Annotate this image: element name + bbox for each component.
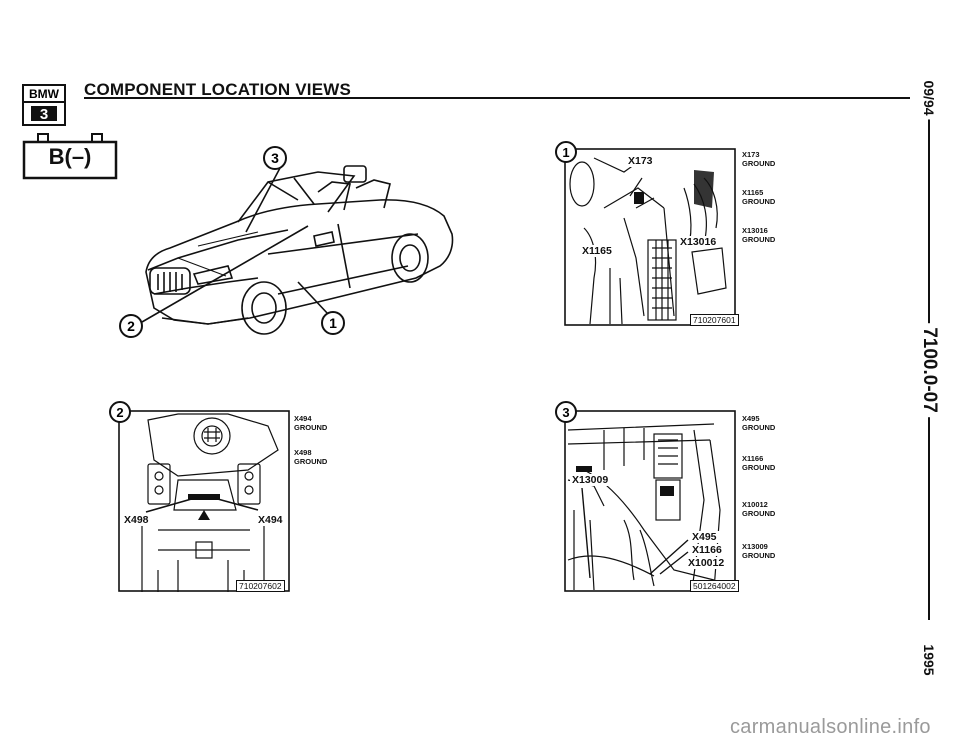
panel-3-reference: 501264002 [690,580,739,592]
logo-bottom-text: 3 [40,106,48,123]
sidebar-doc-number: 7100.0-07 [918,323,940,417]
panel-2-reference: 710207602 [236,580,285,592]
footer-watermark: carmanualsonline.info [730,716,931,738]
sidebar-date: 09/94 [921,76,937,120]
bmw-3-series-logo: BMW 3 [22,84,66,126]
logo-top-text: BMW [29,87,60,101]
panel-3-label-x1166: X1166 [690,544,724,556]
sidebar-year: 1995 [921,640,937,680]
panel-1-reference: 710207601 [690,314,739,326]
panel-2-label-x498: X498 [122,514,151,526]
panel-1-label-x173: X173 [626,155,655,167]
overview-marker-2: 2 [119,314,143,338]
svg-text:1: 1 [329,315,337,331]
svg-text:3: 3 [271,150,279,166]
header-rule [84,97,910,99]
svg-text:3: 3 [562,405,569,420]
page-title: COMPONENT LOCATION VIEWS [84,80,352,99]
overview-marker-3: 3 [263,146,287,170]
panel-1-number-badge: 1 [555,141,577,163]
svg-text:2: 2 [127,318,135,334]
panel-3-label-x13009: X13009 [570,474,611,486]
panel-2-photo [118,410,290,592]
panel-2-label-x494: X494 [256,514,285,526]
panel-3-label-x10012: X10012 [686,557,727,569]
svg-text:1: 1 [562,145,569,160]
battery-negative-label: B(–) [48,144,92,169]
sidebar-line-top [928,110,930,340]
panel-3-number-badge: 3 [555,401,577,423]
overview-marker-1: 1 [321,311,345,335]
panel-2-number-badge: 2 [109,401,131,423]
sidebar-line-bottom [928,410,930,620]
svg-text:2: 2 [116,405,123,420]
car-overview-illustration [141,165,454,335]
panel-3-label-x495: X495 [690,531,719,543]
panel-1-label-x1165: X1165 [580,245,614,257]
panel-1-label-x13016: X13016 [678,236,719,248]
sidebar-vertical: 09/94 7100.0-07 1995 [905,76,953,690]
battery-icon [22,133,118,180]
